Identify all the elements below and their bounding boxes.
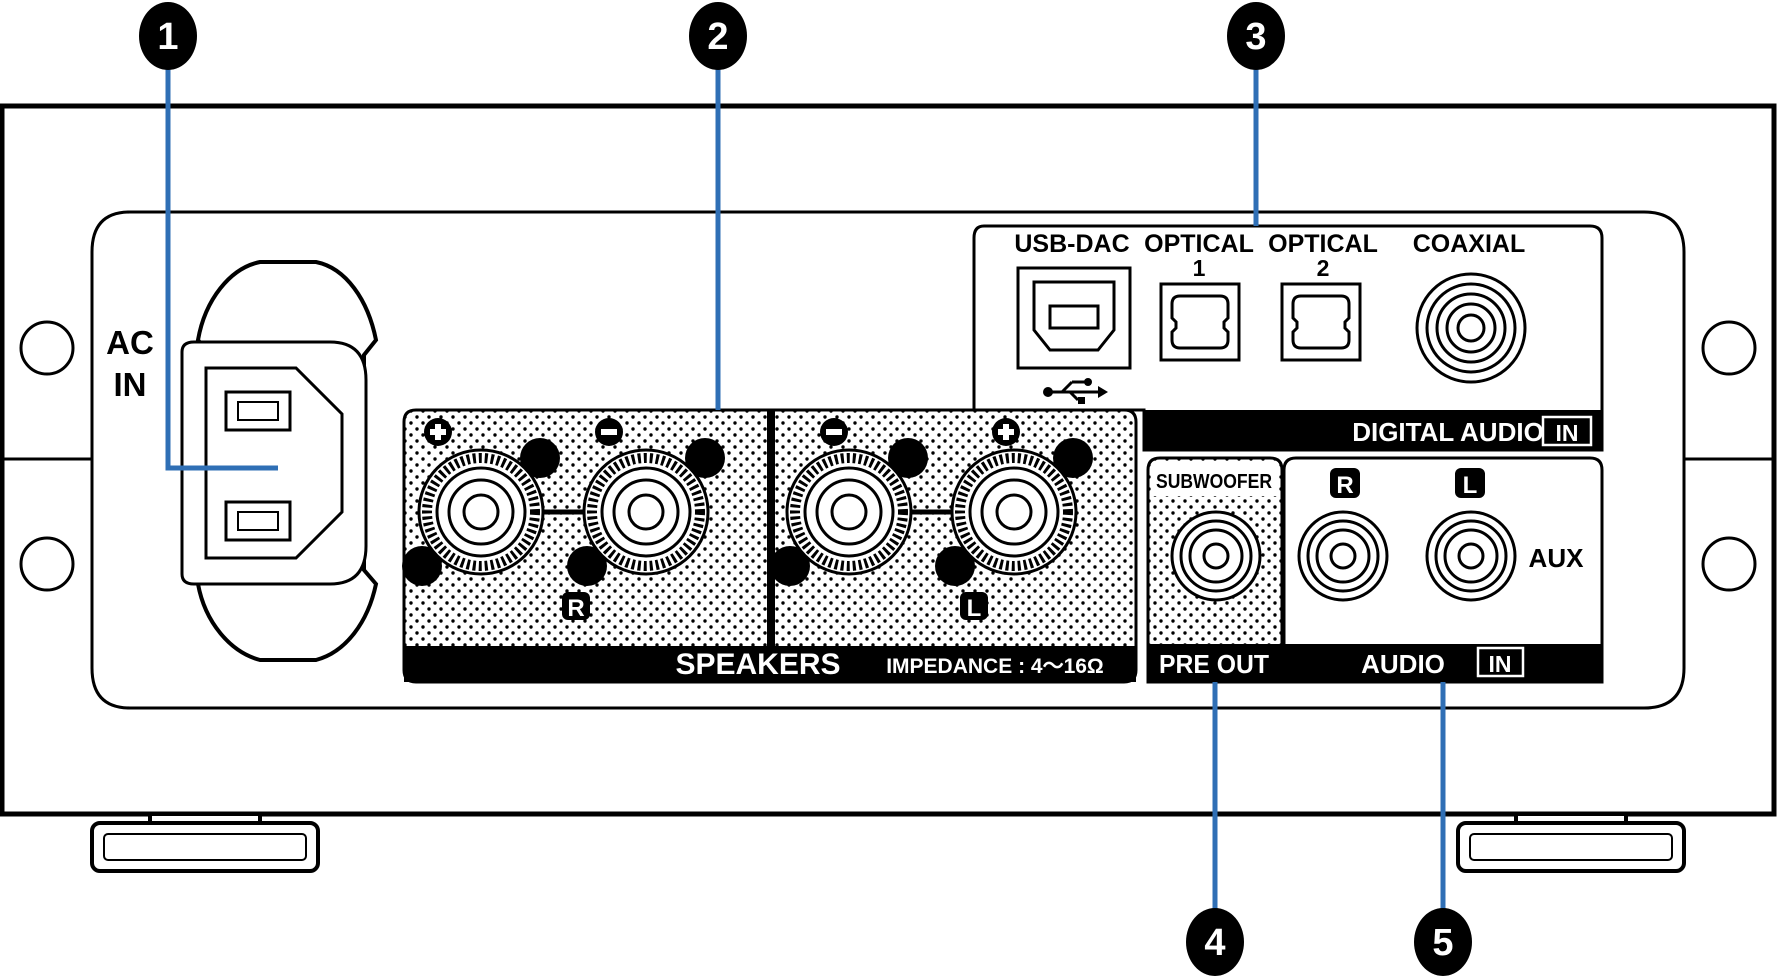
- speakers-label: SPEAKERS: [675, 648, 840, 681]
- in-badge: [1541, 415, 1593, 447]
- optical1-number: 1: [1193, 255, 1206, 281]
- aux-label: AUX: [1529, 543, 1585, 573]
- usb-dac-label: USB-DAC: [1014, 230, 1129, 258]
- screw-hole: [1701, 320, 1757, 376]
- callout-number: 2: [707, 16, 728, 58]
- callout-2: 2: [689, 2, 747, 70]
- callout-number: 3: [1245, 16, 1266, 58]
- impedance-label: IMPEDANCE : 4～16Ω: [886, 655, 1104, 678]
- callout-3: 3: [1227, 2, 1285, 70]
- callout-number: 1: [157, 16, 178, 58]
- pre-out-block: SUBWOOFER PRE OUT: [1146, 456, 1284, 684]
- audio-in-label: IN: [1489, 651, 1512, 677]
- optical-port-icon[interactable]: [1280, 282, 1362, 362]
- aux-r-badge: [1330, 468, 1360, 498]
- audio-in-block: R L AUX AUDIO IN: [1282, 456, 1604, 684]
- audio-bar: [1284, 644, 1602, 682]
- ac-label-line2: IN: [114, 366, 147, 403]
- channel-l-badge: [960, 592, 988, 620]
- callout-lines: [165, 64, 1446, 926]
- callout-number: 4: [1204, 922, 1225, 964]
- plus-icon: [424, 418, 452, 446]
- ac-inlet: AC IN: [106, 260, 379, 662]
- usb-b-port-icon[interactable]: [1016, 266, 1132, 370]
- aux-l-badge: [1455, 468, 1485, 498]
- screw-hole: [19, 536, 75, 592]
- channel-l-label: L: [967, 595, 982, 622]
- optical2-label: OPTICAL: [1268, 230, 1378, 258]
- screw-hole: [19, 320, 75, 376]
- screw-hole: [1701, 536, 1757, 592]
- rca-jack-icon[interactable]: [1425, 510, 1517, 602]
- callout-4: 4: [1186, 908, 1244, 976]
- speakers-block: R L SPEAKERS IMPEDA: [402, 408, 1138, 684]
- digital-audio-block: USB-DAC OPTICAL 1 OPTICAL 2 COAXIAL: [972, 224, 1604, 452]
- rca-jack-icon[interactable]: [1415, 272, 1527, 384]
- rca-jack-icon[interactable]: [1170, 510, 1262, 602]
- usb-symbol-icon: [1043, 378, 1108, 404]
- digital-audio-bar: [1144, 410, 1602, 450]
- binding-post-icon[interactable]: [770, 438, 928, 586]
- callout-5: 5: [1414, 908, 1472, 976]
- channel-r-badge: [562, 592, 590, 620]
- coaxial-label: COAXIAL: [1413, 230, 1526, 258]
- aux-r-label: R: [1336, 472, 1353, 499]
- foot-right: [1456, 812, 1686, 873]
- callout-number: 5: [1432, 922, 1453, 964]
- speakers-divider: [767, 410, 775, 646]
- speakers-bar: [404, 646, 1136, 682]
- audio-in-badge: [1476, 646, 1525, 678]
- binding-post-icon[interactable]: [567, 438, 725, 586]
- inlet-pin: [224, 390, 292, 432]
- minus-icon: [820, 418, 848, 446]
- minus-icon: [595, 418, 623, 446]
- pre-out-bar: [1148, 644, 1282, 682]
- optical-port-icon[interactable]: [1159, 282, 1241, 362]
- callout-1: 1: [139, 2, 197, 70]
- ac-label-line1: AC: [106, 324, 154, 361]
- digital-audio-label: DIGITAL AUDIO: [1352, 417, 1544, 447]
- foot-left: [90, 812, 320, 873]
- binding-post-icon[interactable]: [935, 438, 1093, 586]
- binding-post-icon[interactable]: [402, 438, 560, 586]
- optical1-label: OPTICAL: [1144, 230, 1254, 258]
- optical2-number: 2: [1317, 255, 1330, 281]
- aux-l-label: L: [1463, 472, 1478, 499]
- subwoofer-label: SUBWOOFER: [1156, 471, 1272, 493]
- channel-r-label: R: [567, 595, 584, 622]
- rca-jack-icon[interactable]: [1297, 510, 1389, 602]
- pre-out-label: PRE OUT: [1159, 649, 1269, 679]
- digital-in-label: IN: [1556, 420, 1579, 446]
- plus-icon: [992, 418, 1020, 446]
- audio-label: AUDIO: [1361, 649, 1445, 679]
